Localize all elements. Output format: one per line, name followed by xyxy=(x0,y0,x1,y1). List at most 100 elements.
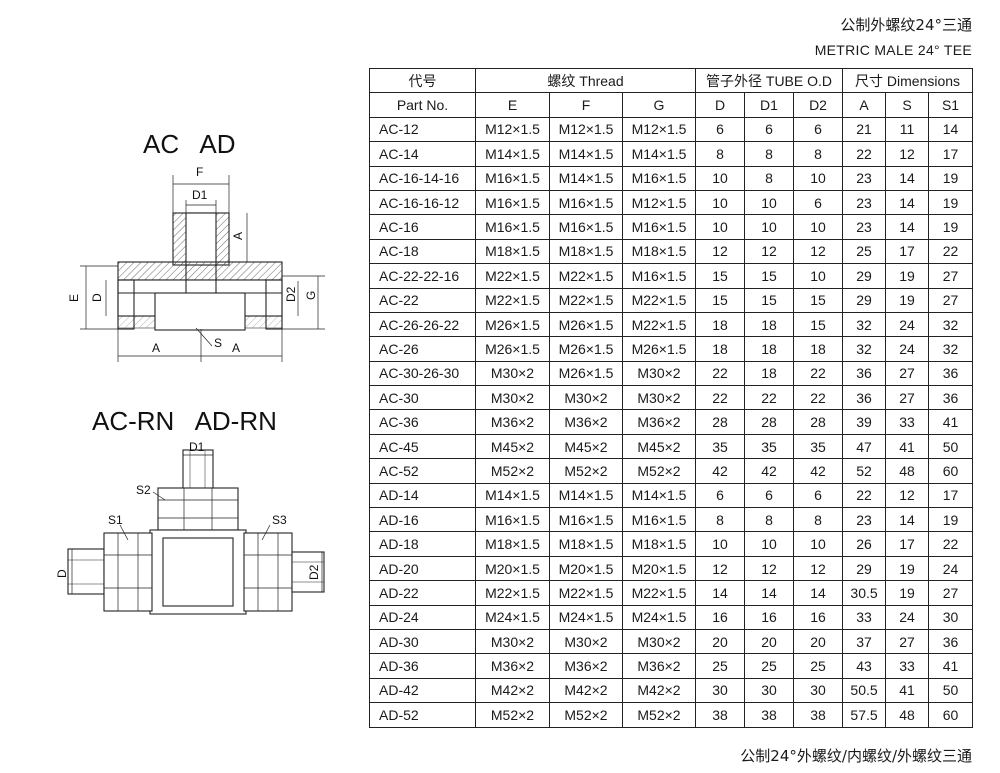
label-s2: S2 xyxy=(136,483,151,497)
table-cell: 6 xyxy=(792,482,844,509)
table-cell: 19 xyxy=(928,189,974,216)
table-cell: M16×1.5 xyxy=(622,263,696,289)
label-d-bottom: D xyxy=(55,569,69,578)
part-number-cell: AD-18 xyxy=(369,531,476,557)
table-cell: M14×1.5 xyxy=(622,141,696,167)
table-cell: 14 xyxy=(928,116,974,143)
table-cell: M16×1.5 xyxy=(475,507,550,533)
table-cell: 12 xyxy=(792,238,844,265)
header-tube-od: 管子外径 TUBE O.D xyxy=(694,67,844,94)
table-cell: 33 xyxy=(885,409,930,435)
part-number-cell: AC-12 xyxy=(369,116,476,143)
table-cell: 48 xyxy=(885,702,930,728)
header-part-no: Part No. xyxy=(369,92,476,118)
table-cell: M20×1.5 xyxy=(475,555,550,582)
part-number-cell: AC-22-22-16 xyxy=(369,263,476,289)
table-cell: 36 xyxy=(928,628,974,655)
table-cell: 22 xyxy=(928,238,974,265)
table-cell: 38 xyxy=(695,702,745,728)
table-cell: M14×1.5 xyxy=(549,482,623,509)
part-number-cell: AD-42 xyxy=(369,677,476,704)
table-cell: M36×2 xyxy=(549,409,623,435)
table-cell: 23 xyxy=(842,189,887,216)
table-cell: 8 xyxy=(744,141,794,167)
part-number-cell: AD-24 xyxy=(369,604,476,630)
table-cell: M30×2 xyxy=(549,628,623,655)
part-number-cell: AC-45 xyxy=(369,433,476,460)
table-cell: 10 xyxy=(792,263,844,289)
table-cell: M26×1.5 xyxy=(622,336,696,362)
table-cell: 32 xyxy=(842,311,887,338)
table-cell: M12×1.5 xyxy=(475,116,550,143)
table-cell: 42 xyxy=(695,458,745,484)
table-cell: M45×2 xyxy=(475,433,550,460)
drawing-title-ac-ad: AC AD xyxy=(143,129,235,159)
header-col-s: S xyxy=(885,92,930,118)
table-cell: 35 xyxy=(695,433,745,460)
table-cell: M36×2 xyxy=(475,409,550,435)
header-col-g: G xyxy=(622,92,696,118)
table-cell: 57.5 xyxy=(842,702,887,728)
table-cell: M18×1.5 xyxy=(549,238,623,265)
table-cell: 52 xyxy=(842,458,887,484)
table-cell: M26×1.5 xyxy=(549,360,623,387)
technical-drawings: AC AD xyxy=(55,129,325,615)
label-s3: S3 xyxy=(272,513,287,527)
table-cell: 6 xyxy=(695,116,745,143)
title-english: METRIC MALE 24° TEE xyxy=(814,42,972,58)
table-cell: 12 xyxy=(792,555,844,582)
part-number-cell: AD-22 xyxy=(369,580,476,606)
table-cell: 20 xyxy=(695,628,745,655)
part-number-cell: AD-30 xyxy=(369,628,476,655)
label-d2-bottom: D2 xyxy=(307,564,321,580)
table-cell: M22×1.5 xyxy=(622,311,696,338)
table-cell: M22×1.5 xyxy=(549,287,623,313)
label-a-vertical: A xyxy=(231,232,245,240)
table-cell: 20 xyxy=(744,628,794,655)
table-cell: M16×1.5 xyxy=(475,165,550,191)
table-cell: 26 xyxy=(842,531,887,557)
table-cell: 42 xyxy=(792,458,844,484)
table-cell: 39 xyxy=(842,409,887,435)
table-cell: 10 xyxy=(695,214,745,240)
table-cell: 28 xyxy=(695,409,745,435)
table-cell: 19 xyxy=(928,165,974,191)
table-cell: 43 xyxy=(842,653,887,679)
part-number-cell: AC-18 xyxy=(369,238,476,265)
table-cell: M12×1.5 xyxy=(622,116,696,143)
part-number-cell: AD-52 xyxy=(369,702,476,728)
table-cell: 41 xyxy=(885,433,930,460)
table-cell: M20×1.5 xyxy=(622,555,696,582)
table-cell: 24 xyxy=(885,336,930,362)
table-cell: M30×2 xyxy=(475,385,550,411)
table-cell: 38 xyxy=(744,702,794,728)
table-cell: 14 xyxy=(885,165,930,191)
part-number-cell: AC-16-14-16 xyxy=(369,165,476,191)
table-cell: M12×1.5 xyxy=(622,189,696,216)
table-cell: 27 xyxy=(885,360,930,387)
table-cell: 35 xyxy=(744,433,794,460)
table-cell: M16×1.5 xyxy=(622,214,696,240)
table-cell: 20 xyxy=(792,628,844,655)
table-cell: 17 xyxy=(928,141,974,167)
table-cell: M18×1.5 xyxy=(475,238,550,265)
table-cell: 41 xyxy=(885,677,930,704)
table-cell: 37 xyxy=(842,628,887,655)
table-cell: M16×1.5 xyxy=(475,189,550,216)
label-d2: D2 xyxy=(284,286,298,302)
table-cell: 6 xyxy=(744,482,794,509)
